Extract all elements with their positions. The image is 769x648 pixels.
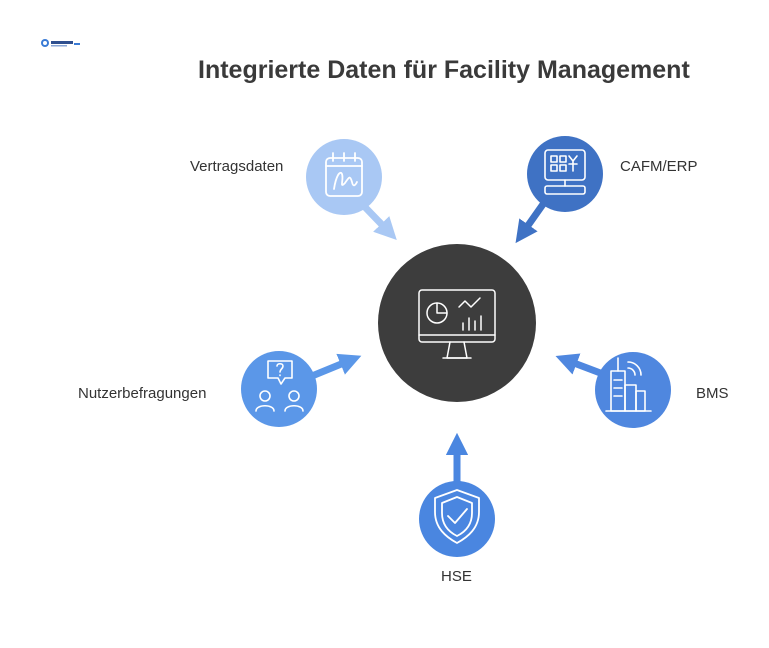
arrow-cafm: [515, 197, 549, 244]
arrow-nutzerbefragungen: [310, 353, 362, 380]
label-bms: BMS: [696, 385, 729, 402]
erp-terminal-icon: [544, 149, 586, 195]
page-title: Integrierte Daten für Facility Managemen…: [198, 56, 690, 84]
smart-building-icon: [605, 357, 652, 412]
user-survey-icon: [255, 360, 304, 412]
node-vertragsdaten: [306, 139, 382, 215]
monitor-dashboard-icon: [418, 289, 496, 359]
label-hse: HSE: [441, 568, 472, 585]
arrow-bms: [555, 353, 605, 378]
company-logo: [41, 39, 80, 47]
node-hse: [419, 481, 495, 557]
node-cafm: [527, 136, 603, 212]
label-nutzerbefragungen: Nutzerbefragungen: [78, 385, 207, 402]
label-vertragsdaten: Vertragsdaten: [190, 158, 284, 175]
node-nutzerbefragungen: [241, 351, 317, 427]
label-cafm: CAFM/ERP: [620, 158, 698, 175]
node-bms: [595, 352, 671, 428]
shield-check-icon: [434, 489, 480, 544]
arrow-vertragsdaten: [359, 201, 397, 241]
contract-signature-icon: [325, 152, 363, 197]
hub-node: [378, 244, 536, 402]
